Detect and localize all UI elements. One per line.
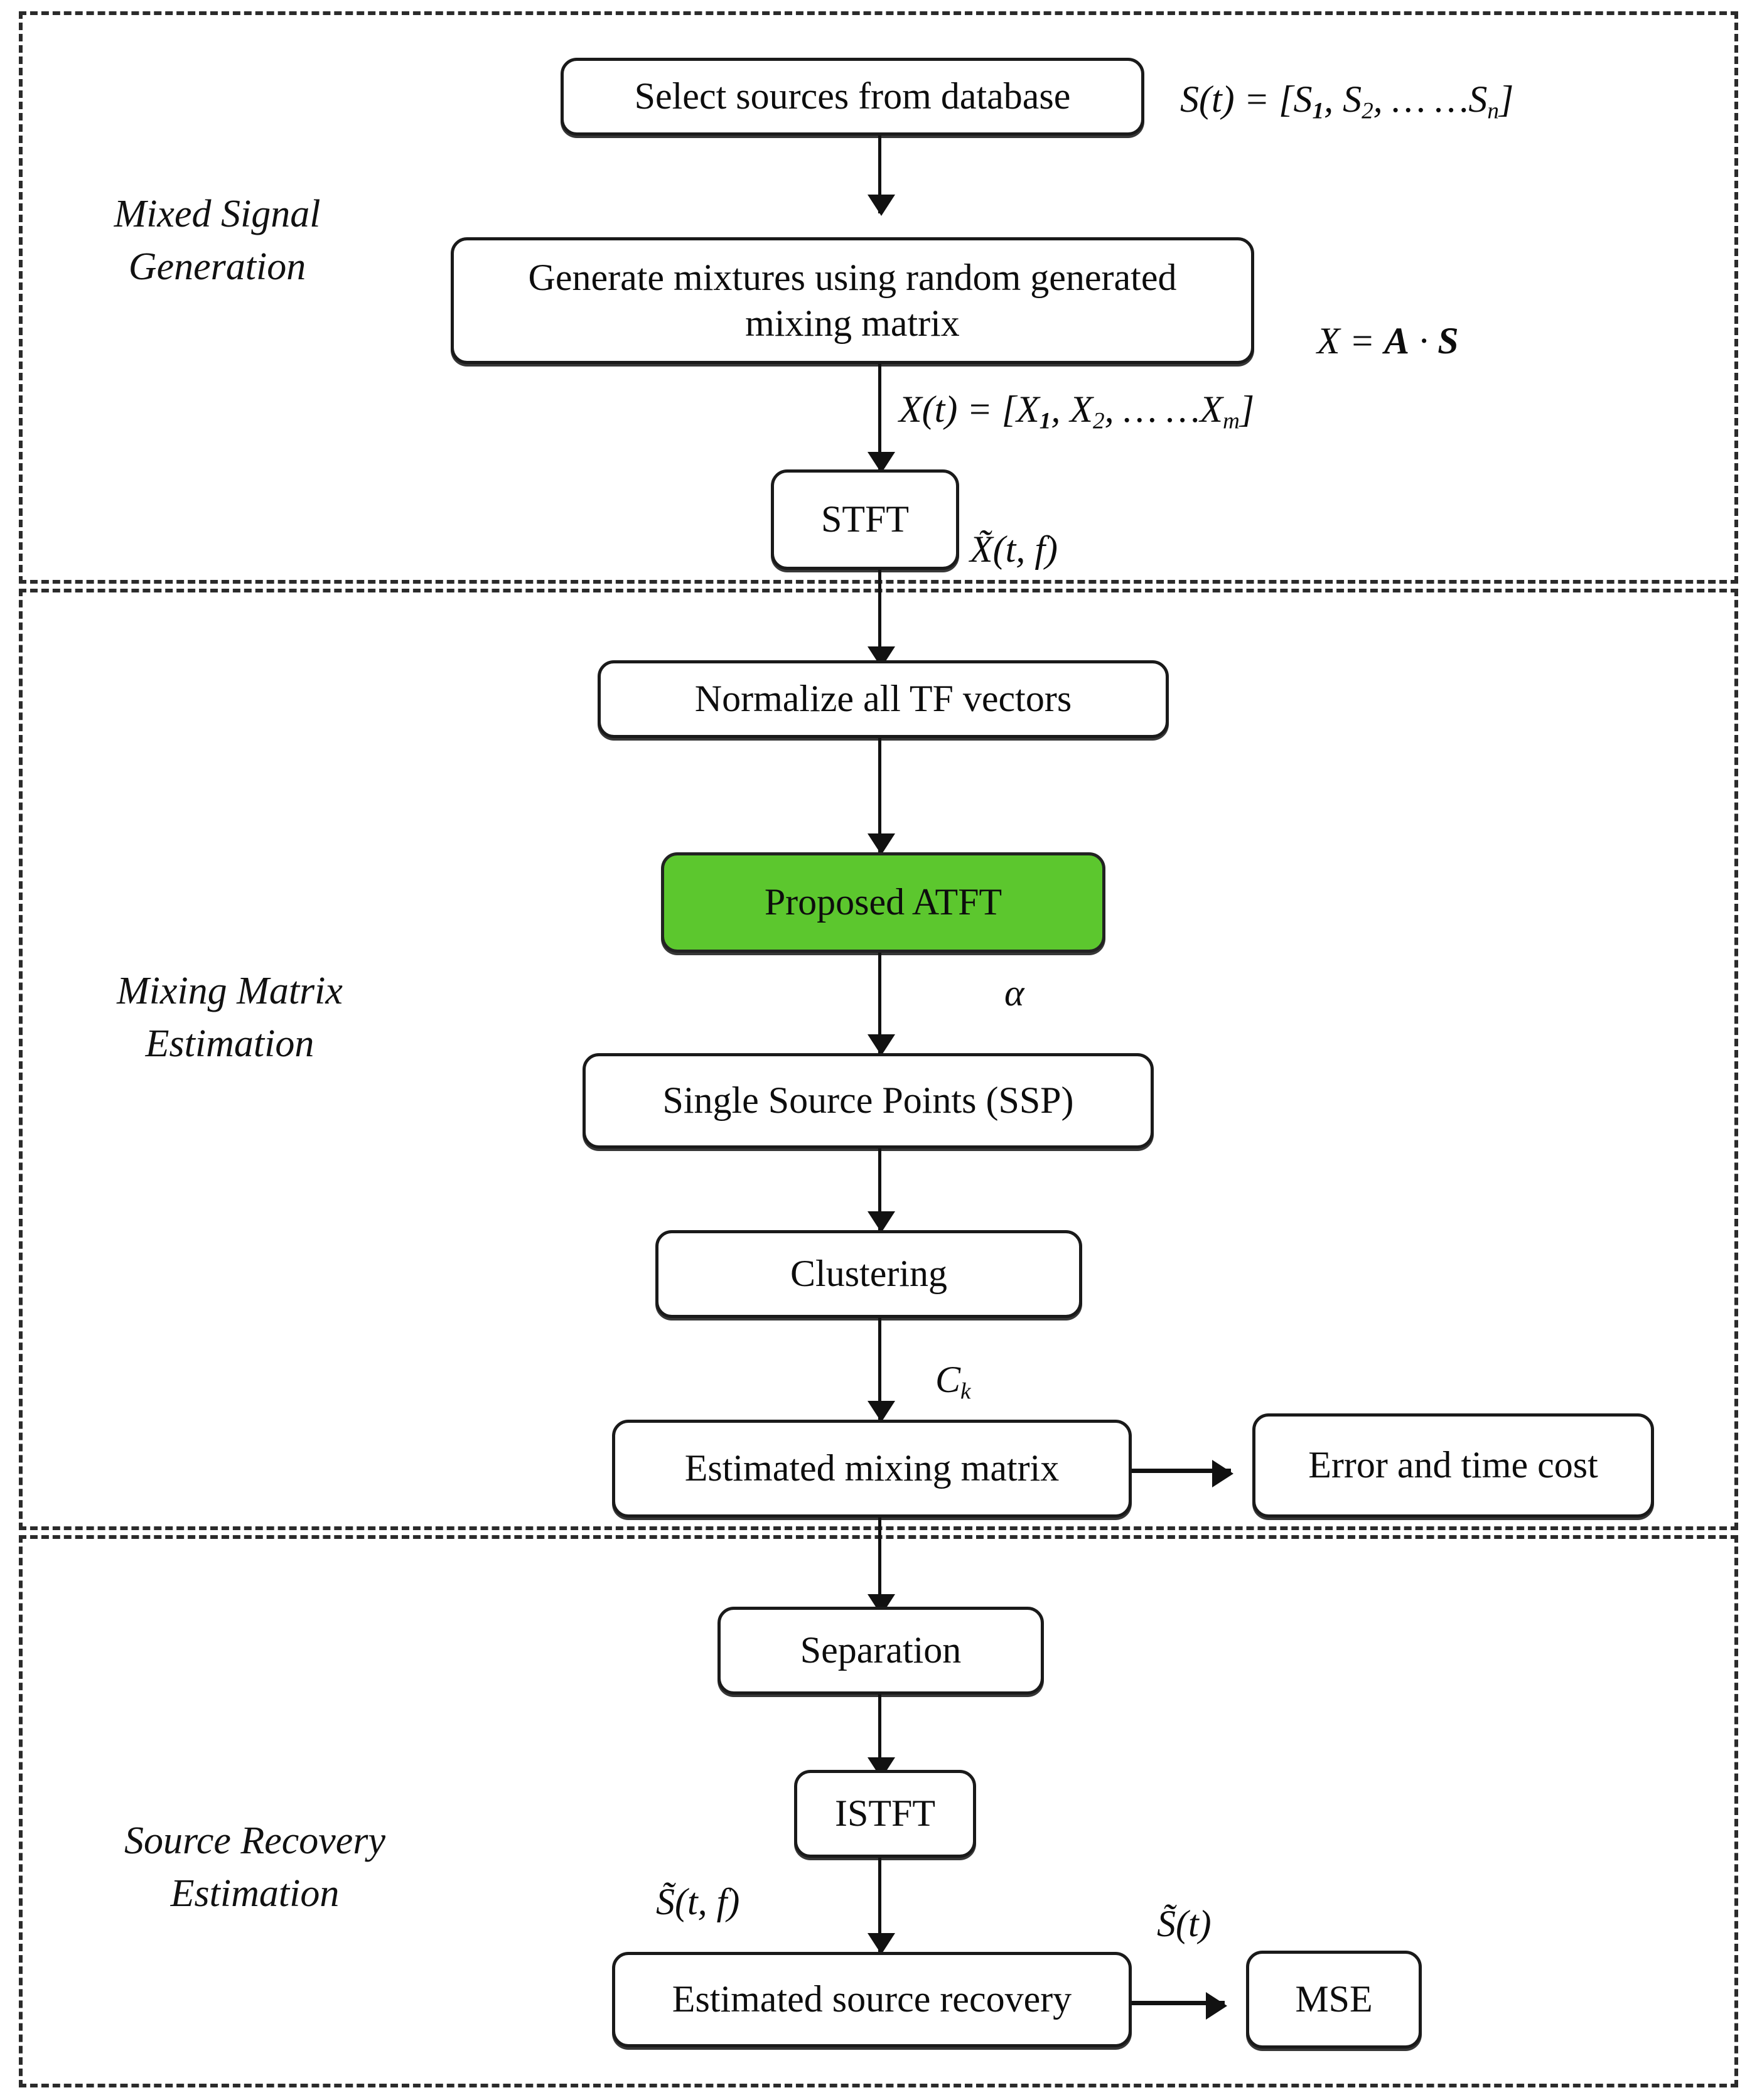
node-single-source-points[interactable]: Single Source Points (SSP) — [583, 1053, 1154, 1149]
section-caption-source-recovery-estimation: Source Recovery Estimation — [124, 1819, 385, 1915]
node-estimated-mixing-matrix[interactable]: Estimated mixing matrix — [612, 1420, 1132, 1518]
connector-stft-to-normalize — [878, 570, 881, 626]
annotation-cluster-centers: Ck — [935, 1359, 971, 1405]
node-istft[interactable]: ISTFT — [794, 1770, 976, 1858]
section-caption-mixed-signal-generation: Mixed Signal Generation — [114, 193, 321, 288]
node-proposed-atft[interactable]: Proposed ATFT — [661, 852, 1105, 953]
arrow-normalize-to-atft — [868, 738, 895, 855]
arrow-separation-to-istft — [868, 1695, 895, 1779]
node-estimated-source-recovery[interactable]: Estimated source recovery — [612, 1952, 1132, 2047]
connector-matrix-to-separation — [878, 1518, 881, 1575]
arrow-stft-to-normalize — [868, 603, 895, 668]
node-clustering[interactable]: Clustering — [655, 1230, 1082, 1318]
arrow-matrix-to-separation — [868, 1550, 895, 1615]
arrow-recovery-to-mse — [1132, 1992, 1227, 2020]
annotation-sources-vector: S(t) = [S1, S2, … …Sn] — [1180, 78, 1514, 124]
node-normalize-tf-vectors[interactable]: Normalize all TF vectors — [598, 660, 1169, 738]
section-caption-mixing-matrix-estimation: Mixing Matrix Estimation — [117, 970, 343, 1065]
arrow-generate-to-stft — [868, 364, 895, 473]
node-select-sources[interactable]: Select sources from database — [561, 58, 1144, 136]
annotation-recovered-sources: S̃(t) — [1157, 1903, 1212, 1944]
node-generate-mixtures[interactable]: Generate mixtures using random generated… — [451, 237, 1254, 364]
arrow-clustering-to-estimated-matrix — [868, 1318, 895, 1422]
node-generate-mixtures-label: Generate mixtures using random generated… — [528, 256, 1177, 344]
arrow-matrix-to-error-cost — [1132, 1460, 1233, 1487]
node-stft[interactable]: STFT — [771, 469, 959, 570]
arrow-ssp-to-clustering — [868, 1149, 895, 1233]
node-error-and-time-cost[interactable]: Error and time cost — [1252, 1413, 1654, 1518]
node-mse[interactable]: MSE — [1246, 1951, 1422, 2049]
arrow-select-to-generate — [868, 136, 895, 216]
annotation-istft-input: S̃(t, f) — [656, 1881, 740, 1922]
annotation-mixing-equation: X = A · S — [1317, 320, 1459, 362]
arrow-istft-to-recovery — [868, 1858, 895, 1954]
node-separation[interactable]: Separation — [717, 1607, 1044, 1695]
annotation-alpha: α — [1004, 972, 1024, 1014]
arrow-atft-to-ssp — [868, 953, 895, 1056]
annotation-mixtures-vector: X(t) = [X1, X2, … …Xm] — [899, 388, 1255, 434]
annotation-stft-output: X̃(t, f) — [970, 528, 1058, 570]
